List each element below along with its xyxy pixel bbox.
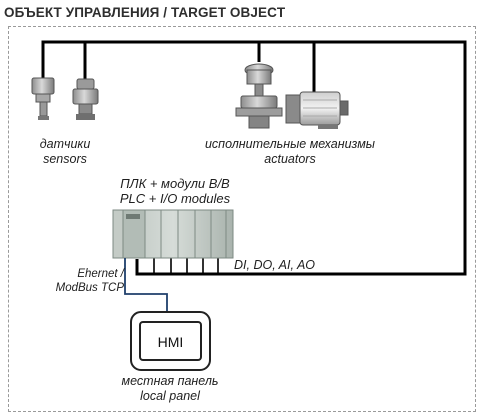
plc-label-en: PLC + I/O modules	[119, 191, 231, 206]
signal-bus	[41, 40, 467, 276]
actuators-label-en: actuators	[264, 152, 316, 166]
electric-motor-icon	[285, 91, 349, 129]
pressure-sensor-icon	[31, 77, 55, 120]
ethernet-cable	[124, 258, 168, 312]
io-signals-label: DI, DO, AI, AO	[234, 258, 316, 272]
hmi-label-en: local panel	[140, 389, 200, 403]
transducer-sensor-icon	[72, 78, 99, 120]
actuators-label-ru: исполнительные механизмы	[204, 137, 375, 151]
actuators-label: исполнительные механизмы actuators	[190, 137, 390, 167]
sensors-label-ru: датчики	[39, 137, 91, 151]
network-label-line1: Ehernet /	[77, 268, 124, 280]
hmi-label-ru: местная панель	[121, 374, 219, 388]
network-label-line2: ModBus TCP	[55, 282, 124, 294]
sensors-label-en: sensors	[43, 152, 87, 166]
hmi-panel-icon: HMI	[130, 311, 211, 371]
plc-rack-icon	[112, 209, 234, 259]
target-object-frame	[8, 26, 476, 412]
io-drop-lines	[153, 257, 219, 274]
hmi-label: местная панель local panel	[105, 374, 235, 404]
network-label: Ehernet / ModBus TCP	[32, 267, 124, 295]
plc-label-ru: ПЛК + модули В/В	[120, 176, 230, 191]
control-valve-icon	[235, 63, 283, 129]
diagram-title: ОБЪЕКТ УПРАВЛЕНИЯ / TARGET OBJECT	[4, 5, 286, 20]
sensors-label: датчики sensors	[30, 137, 100, 167]
plc-label: ПЛК + модули В/В PLC + I/O modules	[110, 176, 240, 206]
hmi-screen-text: HMI	[158, 334, 184, 350]
